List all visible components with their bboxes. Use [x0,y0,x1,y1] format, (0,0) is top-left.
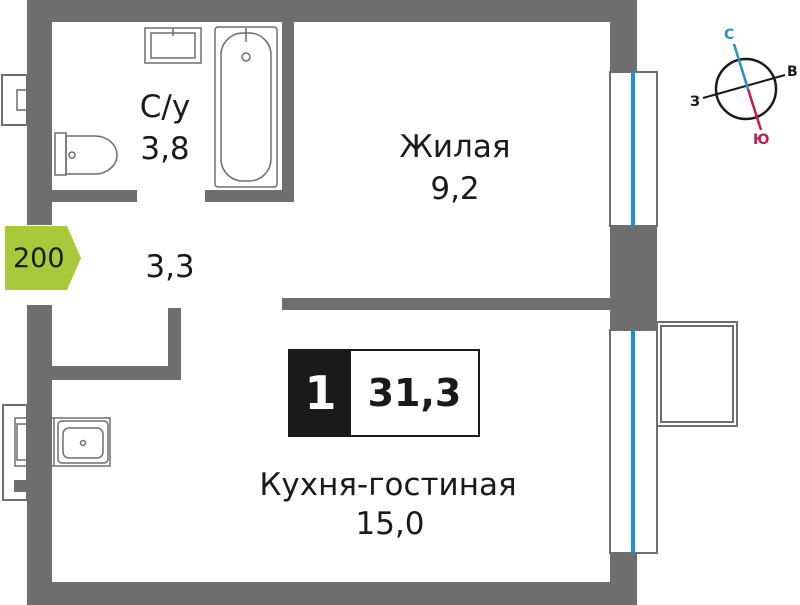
wall-left-upper [27,0,52,225]
niche-block [14,480,39,492]
wall-bath-bottom-a [52,190,137,202]
kitchen-living-name: Кухня-гостиная [259,467,517,503]
wall-top [27,0,637,22]
living-room-area: 9,2 [430,171,480,207]
wall-hall-h [52,366,181,380]
sink-icon [144,27,202,64]
entrance-tag: 200 [5,226,81,290]
kitchen-counter-icon [14,417,111,467]
wall-right-top [610,0,637,72]
tag-shape [5,226,81,290]
apartment-rooms-count: 1 [290,351,351,435]
compass-west: З [690,94,700,110]
compass-icon [702,43,786,131]
window-kitchen [609,329,658,554]
vent-icon [16,89,41,111]
window-living [609,71,658,227]
wall-hall-v [168,308,181,380]
bathroom-name: С/у [139,89,191,125]
wall-right-bottom [610,553,637,605]
hall-area: 3,3 [145,249,195,285]
compass-east: В [787,64,798,80]
bathroom-area: 3,8 [140,131,190,167]
balcony [656,321,738,427]
wall-bath-bottom-b [205,190,294,202]
compass-south: Ю [753,132,770,148]
walls [27,0,657,605]
wall-living-bottom [282,298,610,310]
apartment-total-area: 31,3 [367,371,462,415]
kitchen-living-area: 15,0 [355,506,425,542]
wall-left-lower [27,305,52,605]
compass-north: С [724,27,735,43]
wall-bottom [27,582,637,605]
toilet-icon [54,132,118,176]
bathtub-icon [214,26,278,188]
living-room-name: Жилая [399,129,511,165]
wall-right-mid [610,226,657,330]
tag-label: 200 [13,243,65,274]
wall-bath-right [282,22,294,202]
apartment-badge: 1 31,3 [288,349,480,437]
